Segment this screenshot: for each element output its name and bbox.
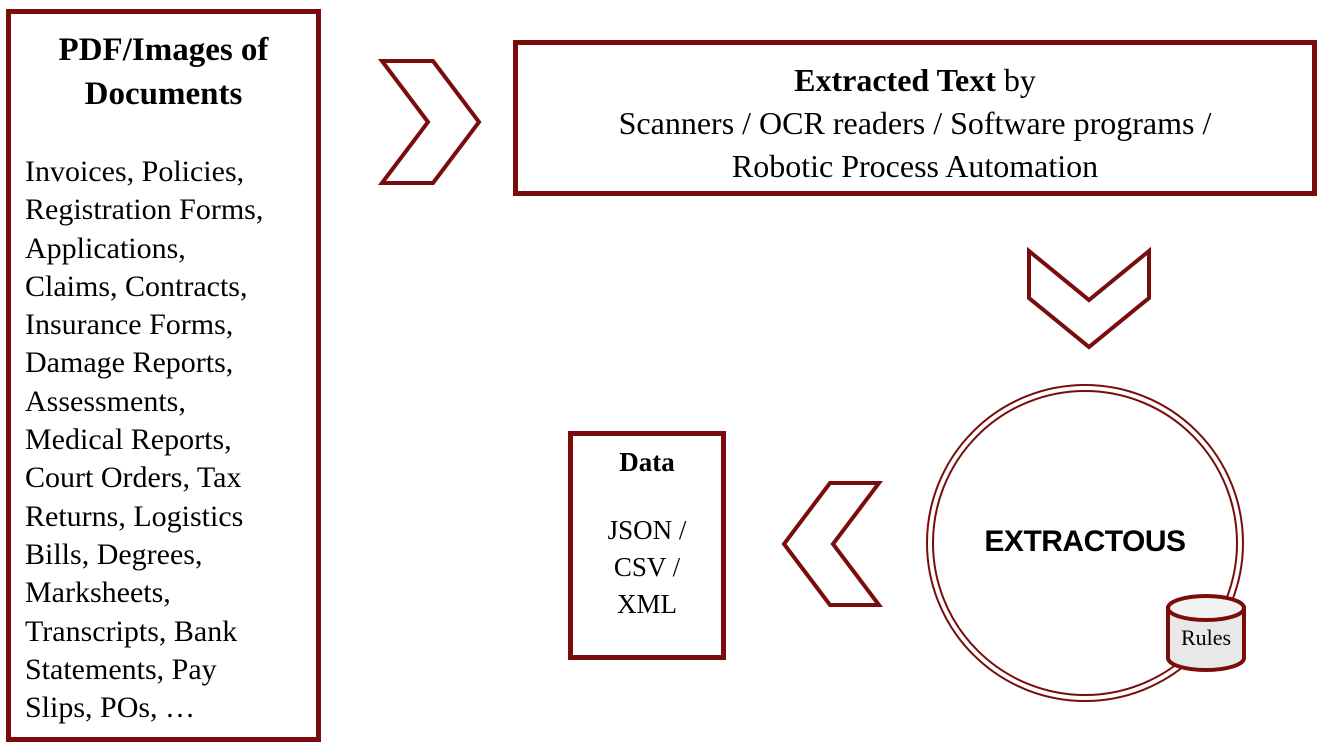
documents-list-line: Applications, xyxy=(25,231,186,265)
documents-list-line: Claims, Contracts, xyxy=(25,269,248,303)
documents-list-line: Medical Reports, xyxy=(25,423,232,457)
database-icon xyxy=(1166,594,1246,672)
documents-list-line: Court Orders, Tax xyxy=(25,461,242,495)
documents-title-line: PDF/Images of xyxy=(58,32,269,68)
chevron-left-icon xyxy=(781,481,884,607)
documents-list-line: Slips, POs, … xyxy=(25,691,196,725)
documents-list-line: Damage Reports, xyxy=(25,346,234,380)
extraction-sources-line: Scanners / OCR readers / Software progra… xyxy=(618,105,1212,141)
documents-list-line: Transcripts, Bank xyxy=(25,614,238,648)
extraction-sources-line: Robotic Process Automation xyxy=(731,148,1099,184)
documents-list-line: Invoices, Policies, xyxy=(25,155,245,188)
documents-list-line: Registration Forms, xyxy=(25,193,264,227)
documents-list-line: Insurance Forms, xyxy=(25,308,234,342)
extracted-text-title: Extracted Text by xyxy=(518,59,1312,102)
documents-list-line: Marksheets, xyxy=(25,576,171,610)
rules-label: Rules xyxy=(1180,625,1232,650)
extractous-circle xyxy=(926,384,1244,702)
documents-list: Invoices, Policies, Registration Forms, … xyxy=(25,153,315,727)
data-format-line: CSV / xyxy=(613,552,681,582)
extracted-text-title-rest: by xyxy=(995,62,1036,98)
documents-box: PDF/Images of Documents Invoices, Polici… xyxy=(6,9,321,742)
extracted-text-box: Extracted Text by Scanners / OCR readers… xyxy=(513,40,1317,196)
chevron-right-icon xyxy=(377,59,482,185)
data-output-formats: JSON / CSV / XML xyxy=(573,512,721,623)
documents-list-line: Assessments, xyxy=(25,384,186,418)
chevron-down-icon xyxy=(1027,246,1151,350)
data-output-box: Data JSON / CSV / XML xyxy=(568,431,726,660)
extractous-label: EXTRACTOUS xyxy=(984,525,1186,558)
documents-list-line: Statements, Pay xyxy=(25,652,217,686)
documents-title: PDF/Images of Documents xyxy=(11,28,316,116)
documents-list-line: Bills, Degrees, xyxy=(25,537,203,571)
documents-title-line: Documents xyxy=(84,76,243,112)
data-output-title: Data xyxy=(619,447,675,477)
data-format-line: JSON / xyxy=(607,515,687,545)
extracted-text-title-bold: Extracted Text xyxy=(794,62,996,98)
data-format-line: XML xyxy=(617,589,677,619)
documents-list-line: Returns, Logistics xyxy=(25,499,244,533)
